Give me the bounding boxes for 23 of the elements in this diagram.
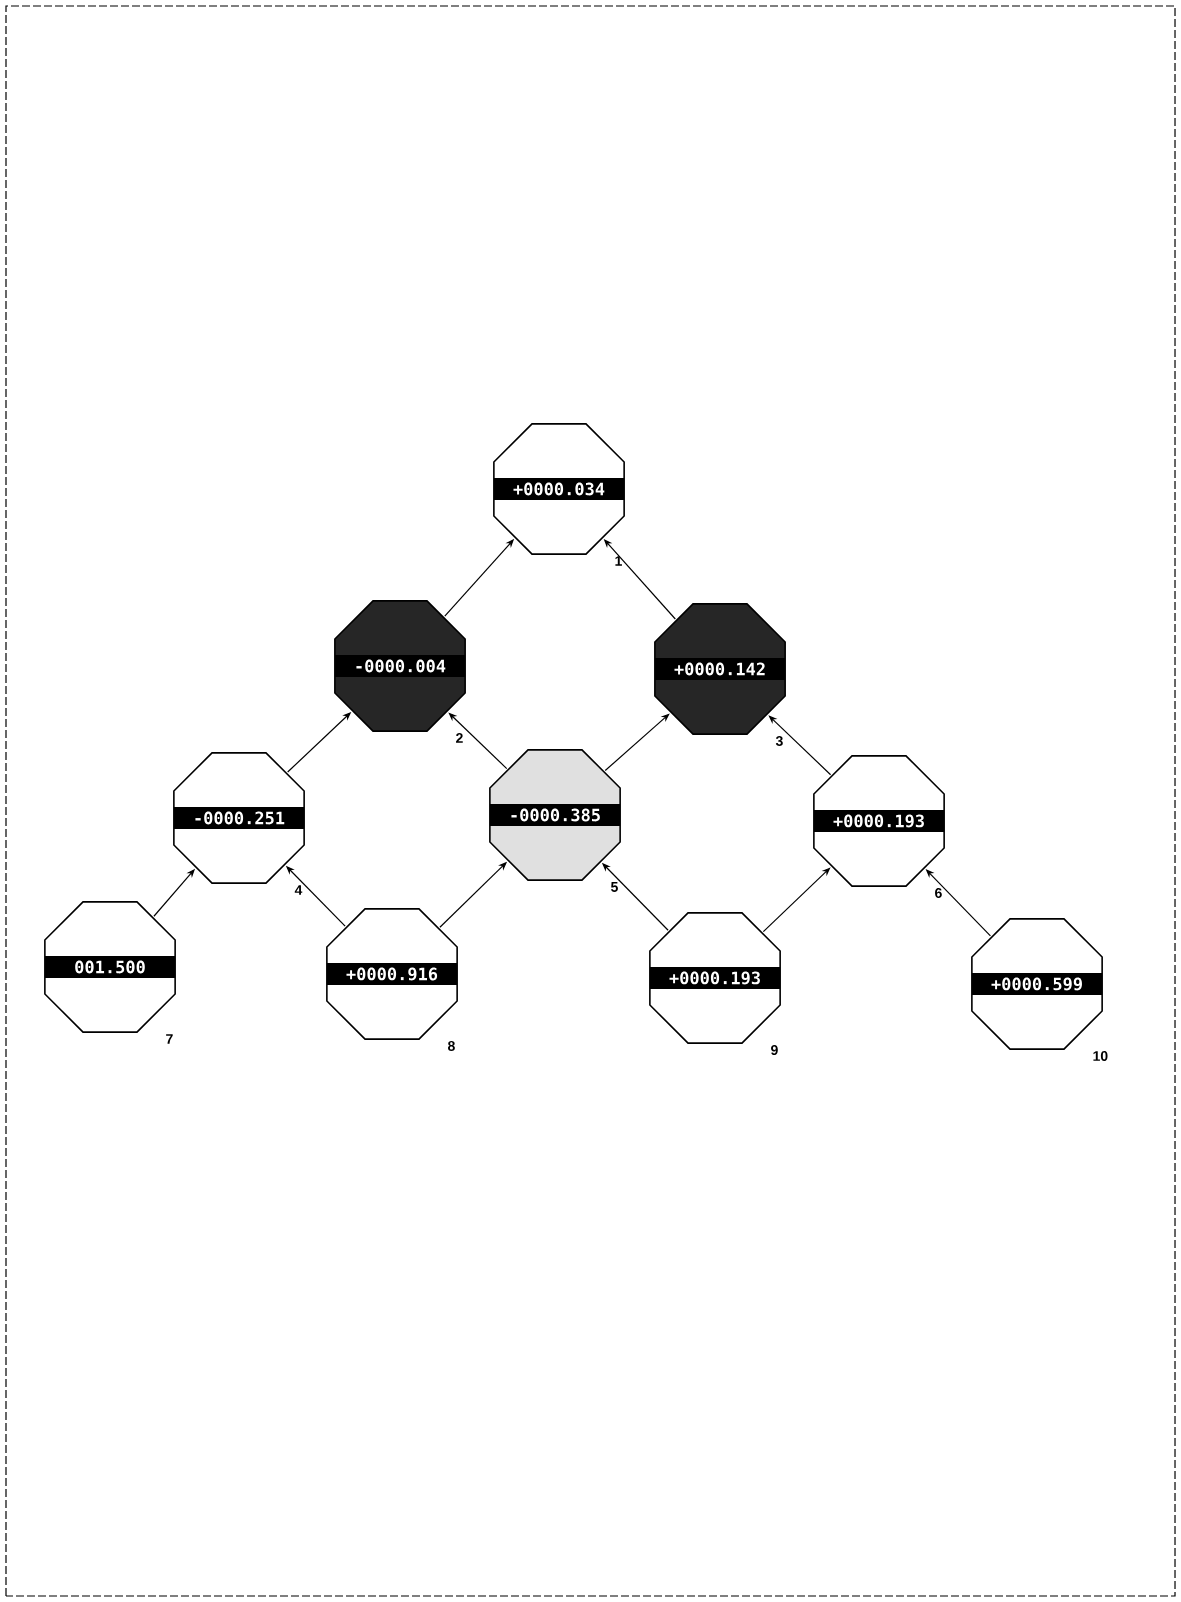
arrow bbox=[448, 712, 508, 770]
node-number: 1 bbox=[615, 556, 622, 566]
node-number: 3 bbox=[775, 736, 783, 746]
octagon-node: +0000.599 bbox=[971, 918, 1103, 1050]
octagon-node: +0000.193 bbox=[649, 912, 781, 1044]
octagon-node: +0000.142 bbox=[654, 603, 786, 735]
node-number: 9 bbox=[771, 1045, 778, 1055]
node-number: 7 bbox=[166, 1034, 173, 1044]
arrow bbox=[604, 713, 670, 772]
node-number: 2 bbox=[456, 733, 463, 743]
arrow bbox=[762, 867, 831, 933]
octagon-node: +0000.193 bbox=[813, 755, 945, 887]
node-number: 10 bbox=[1093, 1051, 1108, 1061]
node-number: 8 bbox=[448, 1041, 455, 1051]
octagon-node: +0000.034 bbox=[493, 423, 625, 555]
node-number: 5 bbox=[610, 882, 618, 892]
node-number: 4 bbox=[294, 885, 303, 895]
octagon-node: 001.500 bbox=[44, 901, 176, 1033]
octagon-node: +0000.916 bbox=[326, 908, 458, 1040]
octagon-node: -0000.004 bbox=[334, 600, 466, 732]
octagon-node: -0000.251 bbox=[173, 752, 305, 884]
octagon-node: -0000.385 bbox=[489, 749, 621, 881]
node-number: 6 bbox=[935, 888, 942, 898]
